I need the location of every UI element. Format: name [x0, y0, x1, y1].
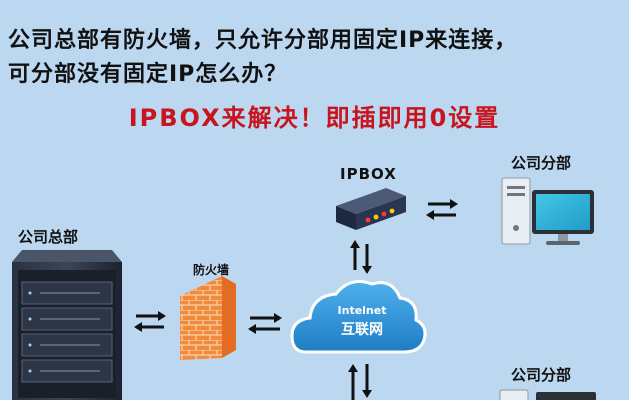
ipbox-device-icon [336, 188, 406, 230]
firewall-icon [180, 276, 236, 360]
headline-line-1: 公司总部有防火墙，只允许分部用固定IP来连接， [8, 28, 518, 53]
desktop-computer-icon [499, 389, 596, 400]
bidirectional-arrow-icon [348, 364, 372, 400]
cloud-label-chinese: 互联网 [341, 322, 383, 338]
headquarters-label: 公司总部 [18, 228, 79, 246]
server-rack-icon [12, 250, 122, 400]
ipbox-label: IPBOX [340, 165, 397, 183]
desktop-computer-icon [501, 177, 594, 245]
branch-label-bottom: 公司分部 [511, 366, 572, 384]
headline-line-2: 可分部没有固定IP怎么办？ [8, 62, 288, 87]
bidirectional-arrow-icon [134, 311, 166, 332]
bidirectional-arrow-icon [426, 199, 458, 220]
bidirectional-arrow-icon [248, 313, 282, 334]
subheadline: IPBOX来解决！即插即用0设置 [128, 104, 501, 132]
cloud-label-english: Intelnet [337, 304, 387, 317]
internet-cloud-icon [290, 280, 427, 354]
branch-label-top: 公司分部 [511, 154, 572, 172]
bidirectional-arrow-icon [350, 240, 372, 274]
firewall-label: 防火墙 [193, 263, 230, 277]
